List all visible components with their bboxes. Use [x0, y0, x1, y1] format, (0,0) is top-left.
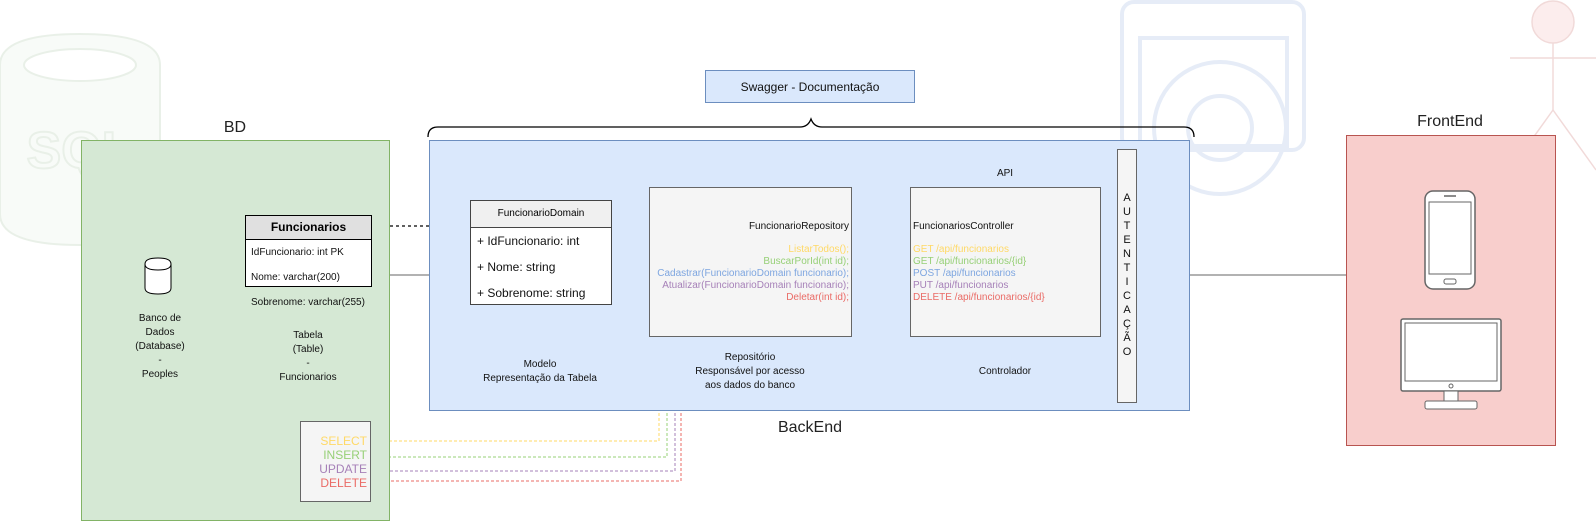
table-column: Sobrenome: varchar(255) [251, 297, 365, 308]
frontend-title: FrontEnd [1417, 113, 1483, 130]
swagger-docs-box[interactable]: Swagger - Documentação [705, 70, 915, 103]
sql-insert-label: INSERT [323, 448, 367, 462]
table-caption: Tabela (Table) - Funcionarios [279, 330, 337, 383]
controller-endpoints: GET /api/funcionarios GET /api/funcionar… [913, 244, 1099, 304]
repository-methods: ListarTodos(); BuscarPorId(int id); Cada… [600, 244, 849, 304]
endpoint-get-all: GET /api/funcionarios [913, 244, 1009, 255]
endpoint-post: POST /api/funcionarios [913, 268, 1016, 279]
class-field: + Sobrenome: string [477, 286, 586, 300]
class-name: FuncionarioDomain [471, 201, 611, 228]
funcionarios-controller-box[interactable] [910, 187, 1101, 337]
repository-name: FuncionarioRepository [748, 221, 849, 232]
table-column: Nome: varchar(200) [251, 272, 340, 283]
sql-update-label: UPDATE [319, 462, 367, 476]
database-icon [144, 257, 172, 295]
controller-caption: Controlador [978, 366, 1032, 377]
funcionario-domain-class[interactable]: FuncionarioDomain + IdFuncionario: int +… [470, 200, 612, 305]
class-field: + Nome: string [477, 260, 556, 274]
endpoint-delete: DELETE /api/funcionarios/{id} [913, 292, 1045, 303]
endpoint-put: PUT /api/funcionarios [913, 280, 1009, 291]
method-deletar: Deletar(int id); [786, 292, 849, 303]
actor-watermark-icon [1509, 0, 1596, 171]
method-cadastrar: Cadastrar(FuncionarioDomain funcionario)… [657, 268, 849, 279]
model-caption: Modelo Representação da Tabela [483, 359, 597, 384]
sql-commands-box[interactable]: SELECT INSERT UPDATE DELETE [300, 421, 371, 502]
method-listar-todos: ListarTodos(); [788, 244, 849, 255]
api-label: API [996, 168, 1014, 179]
table-name: Funcionarios [246, 216, 371, 240]
funcionarios-table[interactable]: Funcionarios IdFuncionario: int PK Nome:… [245, 215, 372, 308]
endpoint-get-by-id: GET /api/funcionarios/{id} [913, 256, 1027, 267]
backend-brace [427, 117, 1195, 138]
backend-title: BackEnd [777, 419, 843, 436]
controller-name: FuncionariosController [913, 221, 1014, 232]
authentication-bar[interactable]: AUTENTICAÇÃO [1117, 149, 1137, 403]
sql-delete-label: DELETE [320, 476, 367, 490]
repository-caption: Repositório Responsável por acesso aos d… [695, 352, 805, 391]
database-caption: Banco de Dados (Database) - Peoples [135, 313, 185, 380]
method-buscar-por-id: BuscarPorId(int id); [763, 256, 849, 267]
sql-select-label: SELECT [320, 434, 367, 448]
bd-title: BD [223, 119, 247, 136]
smartphone-icon [1424, 190, 1476, 290]
table-column: IdFuncionario: int PK [251, 247, 344, 258]
class-field: + IdFuncionario: int [477, 234, 580, 248]
funcionario-repository-box[interactable] [649, 187, 852, 337]
method-atualizar: Atualizar(FuncionarioDomain funcionario)… [662, 280, 849, 291]
desktop-monitor-icon [1400, 318, 1502, 410]
